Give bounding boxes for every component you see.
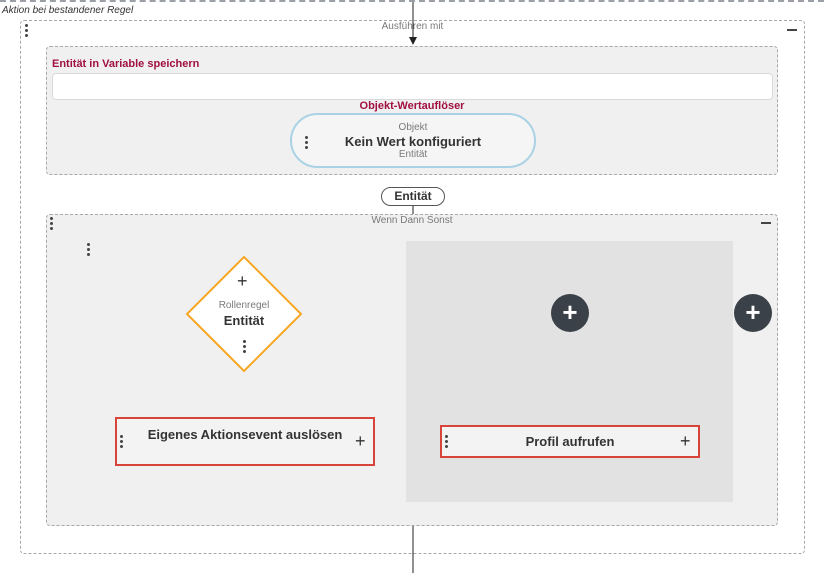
rule-header: Aktion bei bestandener Regel: [2, 5, 134, 16]
execute-with-container: [20, 20, 805, 554]
top-divider: [0, 0, 824, 2]
resolver-value: Kein Wert konfiguriert: [344, 134, 482, 149]
minus-collapse-icon[interactable]: [761, 222, 771, 224]
kebab-menu-icon[interactable]: [25, 24, 28, 39]
plus-icon[interactable]: +: [355, 431, 366, 451]
kebab-menu-icon[interactable]: [243, 340, 246, 355]
store-entity-input[interactable]: [52, 73, 773, 100]
plus-icon[interactable]: +: [680, 431, 691, 451]
kebab-menu-icon[interactable]: [50, 217, 53, 232]
minus-collapse-icon[interactable]: [787, 29, 797, 31]
if-then-else-title: Wenn Dann Sonst: [371, 215, 453, 226]
then-action-card[interactable]: [115, 417, 375, 466]
store-entity-label: Entität in Variable speichern: [52, 58, 200, 70]
kebab-menu-icon[interactable]: [87, 243, 90, 258]
else-action-label: Profil aufrufen: [525, 434, 615, 449]
kebab-menu-icon[interactable]: [445, 435, 448, 450]
entity-connector-tag: Entität: [381, 187, 445, 206]
then-action-label: Eigenes Aktionsevent auslösen: [147, 427, 343, 442]
execute-with-title: Ausführen mit: [381, 21, 444, 32]
resolver-top-label: Objekt: [398, 122, 428, 133]
object-resolver-node[interactable]: [290, 113, 536, 168]
resolver-label: Objekt-Wertauflöser: [359, 100, 465, 112]
kebab-menu-icon[interactable]: [305, 136, 308, 151]
add-circle-icon[interactable]: +: [551, 294, 589, 332]
decision-subtitle: Rollenregel: [218, 300, 270, 311]
else-action-card[interactable]: [440, 425, 700, 458]
role-rule-decision-node[interactable]: [185, 255, 303, 373]
plus-icon[interactable]: +: [237, 271, 248, 291]
resolver-bottom-label: Entität: [398, 149, 428, 160]
kebab-menu-icon[interactable]: [120, 435, 123, 450]
add-circle-icon[interactable]: +: [734, 294, 772, 332]
decision-title: Entität: [223, 313, 265, 328]
else-branch-area: [406, 241, 733, 502]
